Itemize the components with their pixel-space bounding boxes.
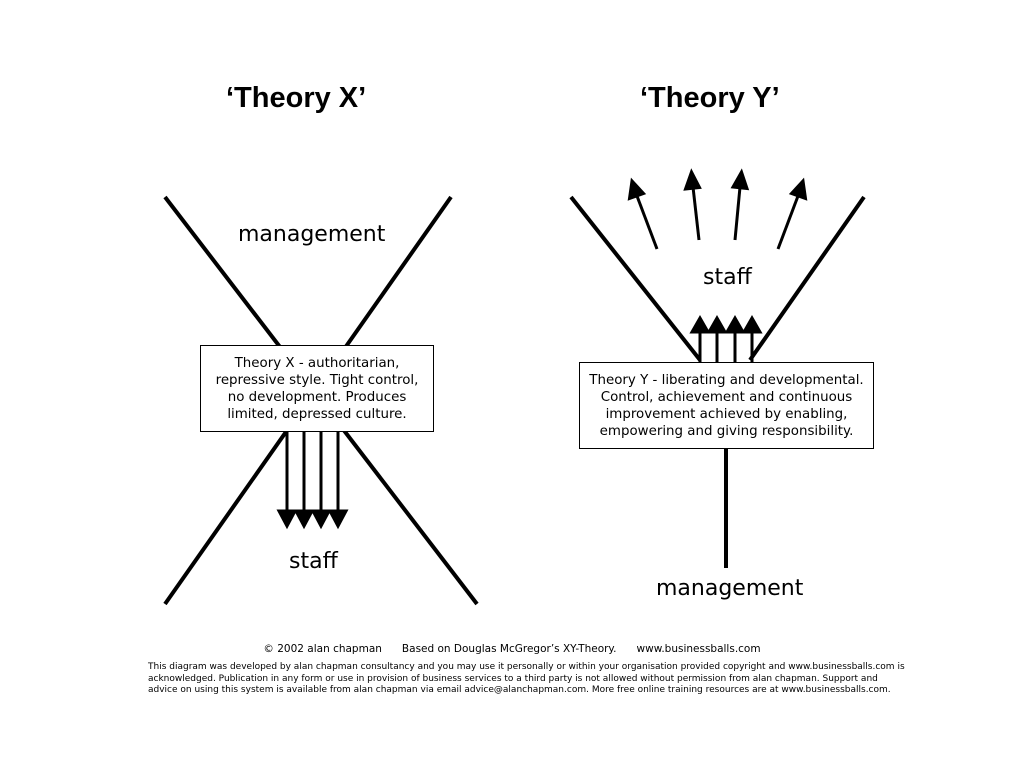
up-arrow-icon bbox=[724, 314, 746, 362]
credit-line: © 2002 alan chapman Based on Douglas McG… bbox=[263, 643, 761, 655]
theory-y-line-left bbox=[569, 195, 702, 362]
down-arrow-icon bbox=[310, 430, 332, 530]
theory-y-description-line: improvement achieved by enabling, bbox=[605, 406, 848, 422]
arrow-up-icon bbox=[730, 168, 750, 241]
theory-y-line-right bbox=[748, 195, 866, 362]
up-arrow-icon bbox=[689, 314, 711, 362]
theory-y-inner-up-arrows bbox=[689, 314, 763, 362]
theory-x-description-line: Theory X - authoritarian, bbox=[234, 355, 400, 371]
theory-y-description-line: Control, achievement and continuous bbox=[600, 389, 853, 405]
theory-x-description-line: repressive style. Tight control, bbox=[215, 372, 419, 388]
down-arrow-icon bbox=[293, 430, 315, 530]
fine-print-line: This diagram was developed by alan chapm… bbox=[148, 662, 905, 672]
theory-y-management-label: management bbox=[656, 576, 804, 601]
arrow-up-right-icon bbox=[776, 177, 808, 250]
up-arrow-icon bbox=[741, 314, 763, 362]
theory-y-description-line: Theory Y - liberating and developmental. bbox=[589, 372, 864, 388]
arrow-up-icon bbox=[683, 168, 702, 241]
theory-x-down-arrows bbox=[276, 430, 349, 530]
fine-print: This diagram was developed by alan chapm… bbox=[148, 662, 905, 697]
fine-print-line: advice on using this system is available… bbox=[148, 685, 891, 696]
theory-x-description-line: no development. Produces bbox=[227, 389, 407, 405]
theory-x-description-line: limited, depressed culture. bbox=[227, 406, 407, 422]
up-arrow-icon bbox=[706, 314, 728, 362]
down-arrow-icon bbox=[276, 430, 298, 530]
theory-y-description-box: Theory Y - liberating and developmental.… bbox=[579, 362, 874, 449]
theory-y-lines bbox=[569, 195, 866, 568]
down-arrow-icon bbox=[327, 430, 349, 530]
theory-x-title: ‘Theory X’ bbox=[226, 82, 367, 114]
theory-x-description-box: Theory X - authoritarian, repressive sty… bbox=[200, 345, 434, 432]
theory-y-outer-arrows bbox=[627, 168, 808, 250]
theory-y-staff-label: staff bbox=[703, 265, 752, 290]
theory-x-management-label: management bbox=[238, 222, 386, 247]
arrow-up-left-icon bbox=[627, 177, 659, 250]
xy-theory-diagram bbox=[163, 168, 866, 606]
fine-print-line: acknowledged. Publication in any form or… bbox=[148, 673, 878, 684]
theory-x-staff-label: staff bbox=[289, 549, 338, 574]
theory-y-description-line: empowering and giving responsibility. bbox=[599, 423, 854, 439]
theory-y-title: ‘Theory Y’ bbox=[640, 82, 780, 114]
